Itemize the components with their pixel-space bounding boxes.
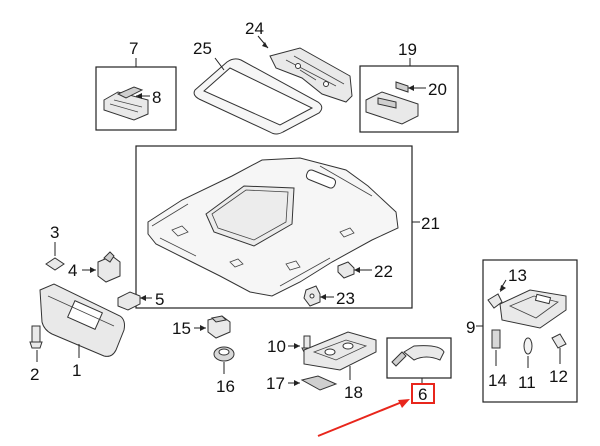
clip-23-part: [303, 285, 321, 307]
sunroof-seal-part: [193, 58, 323, 135]
callout-17: 17: [266, 374, 285, 393]
callout-4: 4: [68, 261, 77, 280]
callout-19: 19: [398, 40, 417, 59]
callout-11: 11: [518, 373, 536, 392]
group-9-box: 9 13 14 11 12: [466, 259, 578, 403]
lamp-bracket-part: [103, 86, 149, 121]
headliner-group: 21: [135, 145, 440, 309]
clip-3-part: [45, 257, 65, 271]
callout-14: 14: [488, 371, 507, 390]
callout-12: 12: [549, 367, 568, 386]
red-arrow-icon: [317, 399, 410, 437]
clip-13-part: [487, 293, 503, 309]
callout-1: 1: [72, 361, 81, 380]
grab-handle-part: [391, 345, 445, 367]
callout-16: 16: [216, 377, 235, 396]
dome-lamp-part: [499, 289, 567, 329]
screw-2-part: [29, 325, 43, 349]
callout-15: 15: [172, 319, 191, 338]
callout-6-highlight: [411, 383, 435, 404]
callout-23: 23: [336, 289, 355, 308]
callout-18: 18: [344, 383, 363, 402]
clip-15-part: [207, 315, 231, 339]
clip-16-part: [213, 346, 235, 362]
callout-10: 10: [267, 337, 286, 356]
group-6-box: 6: [386, 337, 452, 404]
callout-20: 20: [428, 80, 447, 99]
callout-13: 13: [508, 266, 527, 285]
bulb-11-part: [523, 337, 533, 355]
callout-25: 25: [193, 39, 212, 58]
headliner-part: [147, 157, 399, 297]
callout-7: 7: [129, 39, 138, 58]
visor-bracket-part: [97, 251, 121, 283]
bulb-14-part: [491, 329, 501, 349]
console-18-part: [303, 331, 377, 371]
visor-holder-part: [117, 291, 141, 311]
callout-9: 9: [466, 318, 475, 337]
callout-22: 22: [374, 262, 393, 281]
rear-lamp-part: [365, 81, 419, 125]
group-7-box: 7 8: [95, 39, 177, 131]
callout-21: 21: [421, 214, 440, 233]
callout-2: 2: [30, 365, 39, 384]
lens-17-part: [300, 375, 338, 391]
callout-6: 6: [418, 385, 427, 404]
clip-22-part: [337, 261, 355, 279]
group-19-box: 19 20: [359, 40, 459, 133]
callout-8: 8: [152, 88, 161, 107]
callout-5: 5: [155, 290, 164, 309]
callout-3: 3: [50, 223, 59, 242]
bulb-12-part: [551, 333, 567, 349]
rear-bracket-part: [269, 47, 353, 103]
sun-visor-part: [39, 283, 125, 357]
callout-24: 24: [245, 19, 264, 38]
